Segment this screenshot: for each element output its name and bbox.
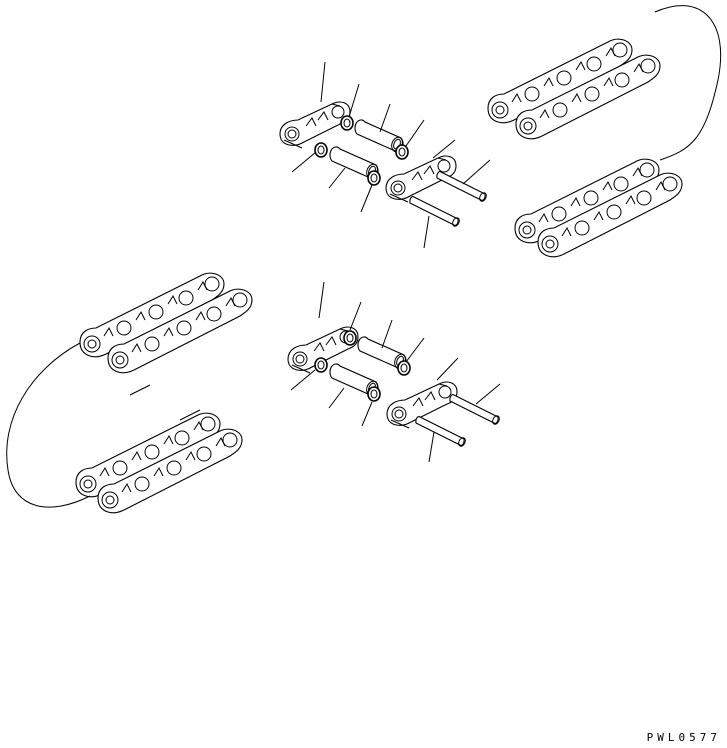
seal-ring xyxy=(395,144,409,160)
seal-ring xyxy=(367,170,381,186)
track-pin xyxy=(436,171,489,203)
seal-ring xyxy=(367,386,381,402)
track-link-left xyxy=(279,101,351,149)
upper-exploded-group xyxy=(279,61,491,249)
left-chain xyxy=(6,272,253,514)
loop-line xyxy=(654,5,722,161)
leader-lines xyxy=(290,281,501,463)
seal-ring xyxy=(314,357,328,373)
upper-right-chain xyxy=(487,5,722,258)
track-pin xyxy=(409,196,462,228)
track-pin xyxy=(415,416,468,448)
lower-exploded-group xyxy=(287,281,502,463)
leader-lines xyxy=(291,61,491,249)
seal-ring xyxy=(397,360,411,376)
seal-ring xyxy=(340,115,354,131)
seal-ring xyxy=(314,142,328,158)
seal-ring xyxy=(343,330,357,346)
track-pin xyxy=(449,394,502,426)
loop-line xyxy=(6,342,91,508)
drawing-code-label: PWL0577 xyxy=(646,731,721,744)
